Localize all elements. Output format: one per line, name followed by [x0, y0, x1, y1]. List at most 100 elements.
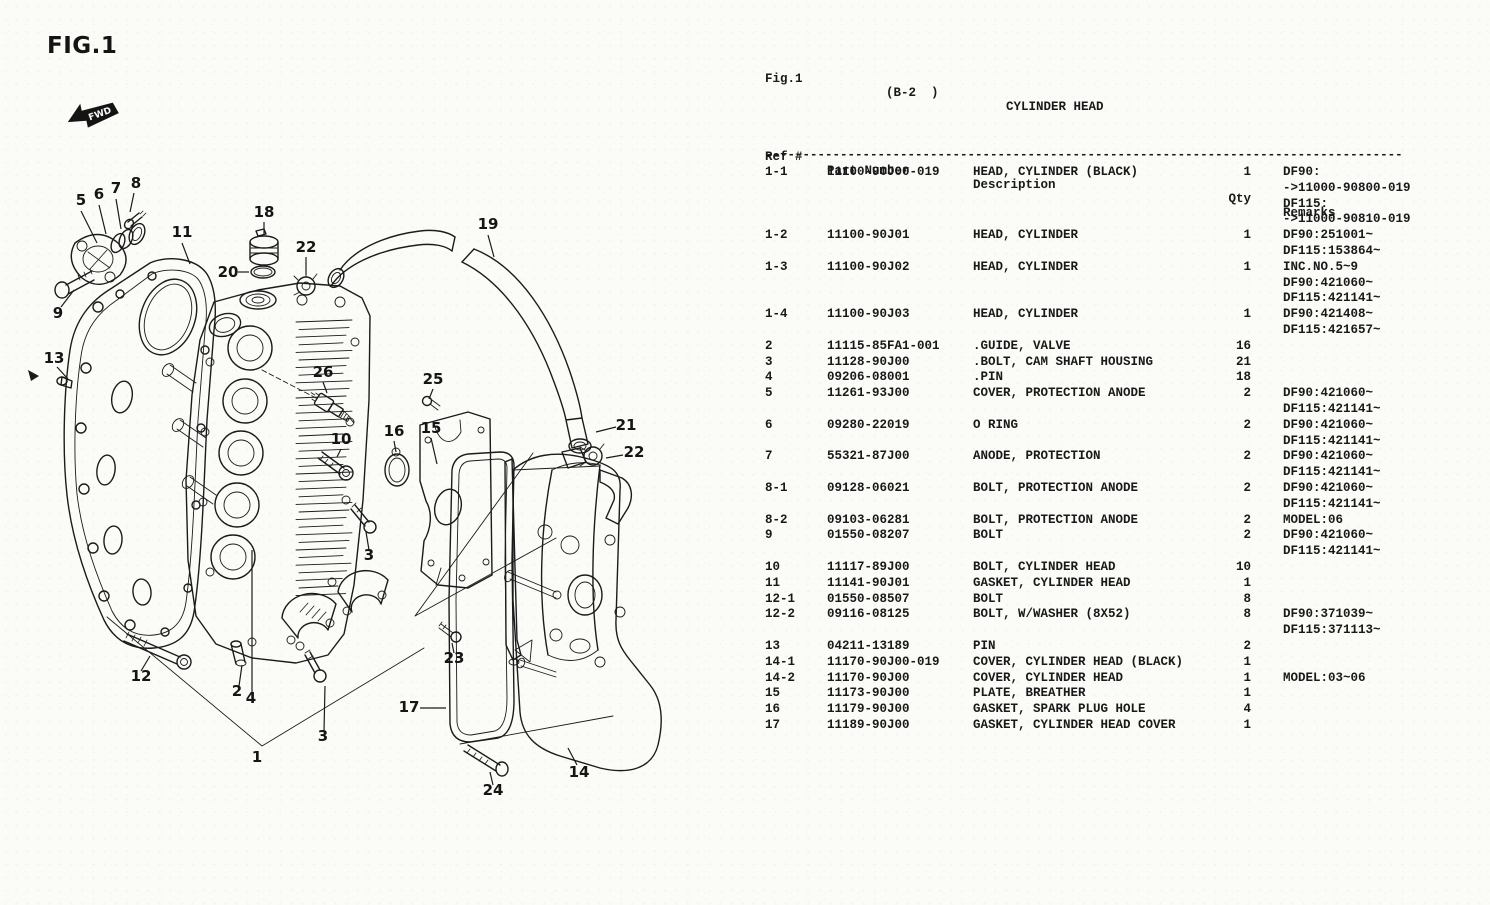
remark-line: DF90:421060~: [1283, 480, 1374, 495]
fin-line: [298, 372, 344, 376]
cell-qty: 2: [1243, 417, 1251, 432]
cell-description: BOLT, PROTECTION ANODE: [973, 512, 1139, 527]
cell-qty: 1: [1243, 259, 1251, 274]
cell-ref: 1-2: [765, 228, 788, 243]
remark-line: ->11000-90800-019: [1283, 180, 1411, 195]
cell-ref: 7: [765, 449, 773, 464]
fin-line: [298, 539, 350, 543]
callout-label: 2: [232, 682, 242, 700]
cylinder-head-art: [161, 282, 371, 664]
callout-leader: [567, 747, 578, 766]
cell-qty: 8: [1243, 607, 1251, 622]
bolt-12-art: [123, 631, 192, 670]
remark-line: ->11000-90810-019: [1283, 212, 1411, 227]
callout-label: 6: [94, 185, 104, 203]
fin-line: [298, 494, 344, 498]
cell-description: GASKET, CYLINDER HEAD: [973, 575, 1131, 590]
figure-title: FIG.1: [47, 33, 117, 59]
callout-label: 26: [313, 363, 334, 381]
cell-ref: 2: [765, 338, 773, 353]
cell-part-number: 01550-08207: [827, 528, 910, 543]
clamp-22-top-art: [293, 270, 318, 296]
cell-remarks: DF90:421060~DF115:421141~: [1283, 449, 1381, 481]
callout-leader: [181, 242, 191, 265]
fin-line: [298, 463, 344, 467]
fin-line: [295, 365, 347, 369]
cell-qty: 2: [1243, 528, 1251, 543]
callout-leader: [98, 204, 107, 235]
cell-qty: 1: [1243, 228, 1251, 243]
remark-line: DF115:371113~: [1283, 623, 1381, 638]
bolt-10-art: [317, 451, 354, 481]
callout-leader: [430, 437, 438, 465]
cell-qty: 16: [1235, 338, 1251, 353]
cell-part-number: 11173-90J00: [827, 686, 910, 701]
fin-line: [298, 387, 350, 391]
cell-ref: 6: [765, 417, 773, 432]
cell-qty: 2: [1243, 480, 1251, 495]
ring-16-art: [384, 447, 410, 487]
parts-listing: Fig.1 (B-2 ) CYLINDER HEAD Ref # Part Nu…: [765, 0, 1465, 905]
remark-line: DF115:421141~: [1283, 465, 1381, 480]
callout-leader: [336, 448, 342, 458]
column-header-desc: Description: [973, 178, 1056, 192]
callout-label: 19: [478, 215, 499, 233]
callout-label: 8: [131, 174, 141, 192]
head-gasket-art: [63, 258, 216, 649]
fin-line: [298, 524, 344, 528]
cell-part-number: 11170-90J00: [827, 670, 910, 685]
callout-label: 5: [76, 191, 86, 209]
cell-part-number: 11261-93J00: [827, 386, 910, 401]
callout-label: 22: [296, 238, 317, 256]
callout-leader: [365, 531, 370, 551]
fin-line: [295, 441, 353, 445]
fin-line: [298, 448, 350, 452]
cell-ref: 14-1: [765, 654, 796, 669]
fin-line: [298, 479, 350, 483]
cell-qty: 1: [1243, 717, 1251, 732]
rocker-bosses: [161, 363, 217, 505]
cell-ref: 16: [765, 702, 781, 717]
fin-line: [298, 327, 350, 331]
fin-line: [295, 425, 347, 429]
cell-part-number: 09206-08001: [827, 370, 910, 385]
fin-line: [298, 509, 350, 513]
remark-line: MODEL:06: [1283, 512, 1344, 527]
column-header-qty: Qty: [1228, 192, 1251, 206]
cell-description: .PIN: [973, 370, 1004, 385]
callout-leader: [238, 664, 243, 687]
fin-line: [298, 342, 344, 346]
fin-line: [295, 471, 353, 475]
valve-bores: [210, 325, 273, 580]
cell-ref: 15: [765, 686, 781, 701]
cell-qty: 1: [1243, 307, 1251, 322]
bolt-23-art: [438, 621, 462, 643]
fwd-arrow-icon: FWD: [67, 102, 119, 128]
bolt-25-art: [421, 395, 441, 411]
fin-line: [298, 418, 350, 422]
callout-label: 25: [423, 370, 444, 388]
callout-leader: [605, 454, 624, 459]
remark-line: DF115:421141~: [1283, 433, 1381, 448]
callout-label: 9: [53, 304, 63, 322]
cell-remarks: DF90:371039~DF115:371113~: [1283, 607, 1381, 639]
remark-line: MODEL:03~06: [1283, 670, 1366, 685]
cell-description: BOLT, W/WASHER (8X52): [973, 607, 1131, 622]
table-column-headers: Ref # Part Number Description Qty Remark…: [765, 136, 1445, 220]
thermostat-art: [70, 222, 146, 285]
cell-remarks: MODEL:06: [1283, 513, 1343, 529]
